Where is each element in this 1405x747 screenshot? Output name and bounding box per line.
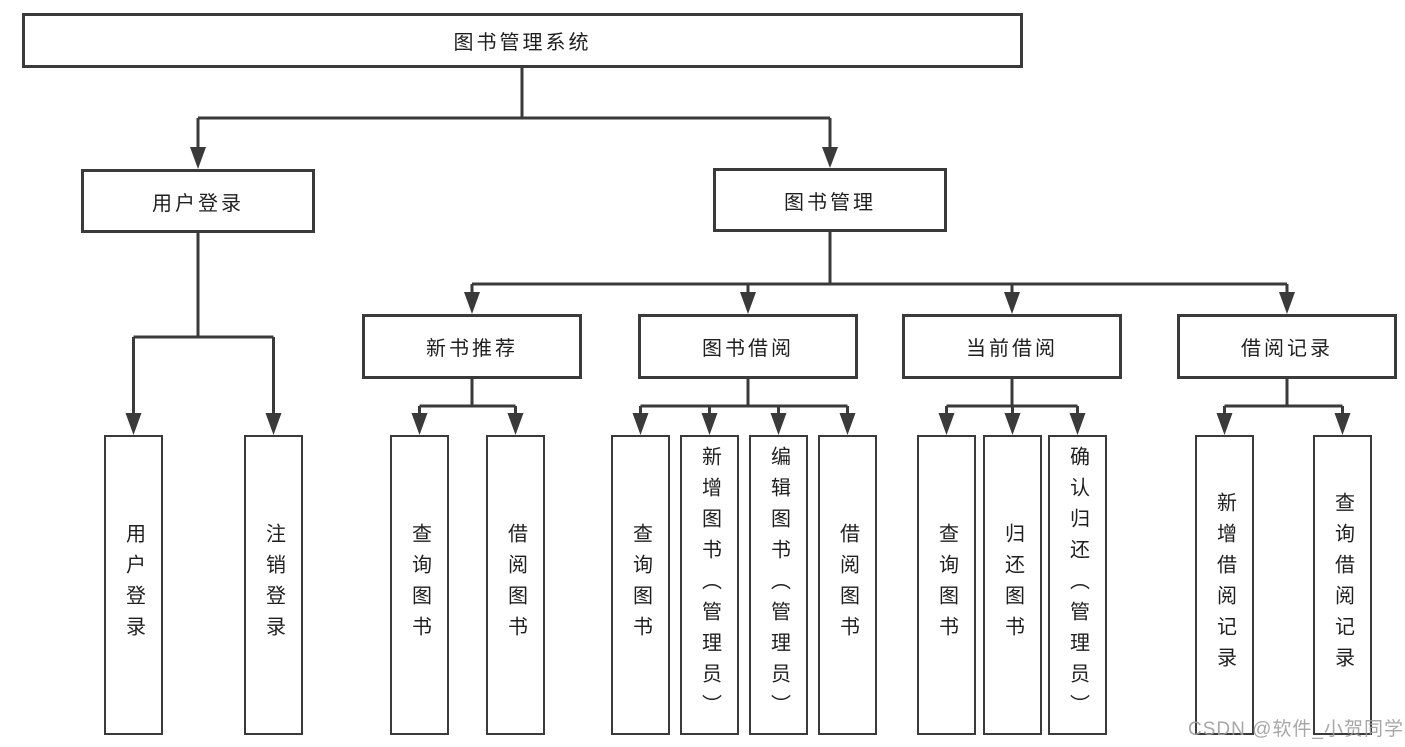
leaf-return-books: 归还图书	[983, 435, 1042, 735]
leaf-user-login-label: 用户登录	[122, 523, 145, 647]
node-user-login-label: 用户登录	[152, 192, 244, 215]
leaf-query-borrow-record-label: 查询借阅记录	[1331, 492, 1354, 678]
leaf-query-books-borrow: 查询图书	[611, 435, 670, 735]
connector-root-to-level2	[190, 68, 838, 169]
connector-bookmgmt-to-level3	[464, 232, 1295, 314]
node-current-borrowing: 当前借阅	[902, 314, 1122, 379]
leaf-add-books-admin-label: 新增图书（管理员）	[698, 445, 721, 725]
leaf-query-books-borrow-label: 查询图书	[629, 523, 652, 647]
node-book-management: 图书管理	[713, 168, 947, 232]
leaf-add-books-admin: 新增图书（管理员）	[680, 435, 739, 735]
leaf-add-borrow-record-label: 新增借阅记录	[1213, 492, 1236, 678]
node-new-book-recommendation-label: 新书推荐	[426, 338, 518, 360]
leaf-return-books-label: 归还图书	[1001, 523, 1024, 647]
node-book-borrowing-label: 图书借阅	[702, 338, 794, 360]
leaf-edit-books-admin: 编辑图书（管理员）	[749, 435, 808, 735]
leaf-user-login: 用户登录	[104, 435, 163, 735]
leaf-borrow-books-borrow: 借阅图书	[818, 435, 877, 735]
leaf-query-books-current: 查询图书	[917, 435, 976, 735]
node-borrowing-records: 借阅记录	[1177, 314, 1397, 379]
watermark-text: CSDN @软件_小贺同学	[1188, 719, 1404, 740]
node-borrowing-records-label: 借阅记录	[1241, 338, 1333, 360]
node-root: 图书管理系统	[22, 13, 1023, 68]
connector-borrowing-to-leaves	[632, 379, 856, 435]
leaf-edit-books-admin-label: 编辑图书（管理员）	[767, 445, 790, 725]
node-user-login: 用户登录	[81, 169, 315, 233]
leaf-query-borrow-record: 查询借阅记录	[1313, 435, 1372, 735]
connector-current-to-leaves	[938, 379, 1086, 435]
node-book-borrowing: 图书借阅	[638, 314, 858, 379]
node-current-borrowing-label: 当前借阅	[966, 338, 1058, 360]
node-new-book-recommendation: 新书推荐	[362, 314, 582, 379]
leaf-borrow-books-borrow-label: 借阅图书	[836, 523, 859, 647]
connector-userlogin-to-leaves	[125, 233, 282, 435]
leaf-query-books-newrec-label: 查询图书	[408, 523, 431, 647]
node-book-management-label: 图书管理	[784, 191, 876, 214]
leaf-logout-login: 注销登录	[244, 435, 303, 735]
leaf-query-books-newrec: 查询图书	[390, 435, 449, 735]
leaf-add-borrow-record: 新增借阅记录	[1195, 435, 1254, 735]
leaf-borrow-books-newrec-label: 借阅图书	[504, 523, 527, 647]
connector-records-to-leaves	[1216, 379, 1351, 435]
leaf-borrow-books-newrec: 借阅图书	[486, 435, 545, 735]
leaf-query-books-current-label: 查询图书	[935, 523, 958, 647]
leaf-confirm-return-admin-label: 确认归还（管理员）	[1066, 445, 1089, 725]
leaf-logout-login-label: 注销登录	[262, 523, 285, 647]
node-root-label: 图书管理系统	[453, 32, 592, 54]
connector-newrec-to-leaves	[411, 379, 524, 435]
leaf-confirm-return-admin: 确认归还（管理员）	[1048, 435, 1107, 735]
